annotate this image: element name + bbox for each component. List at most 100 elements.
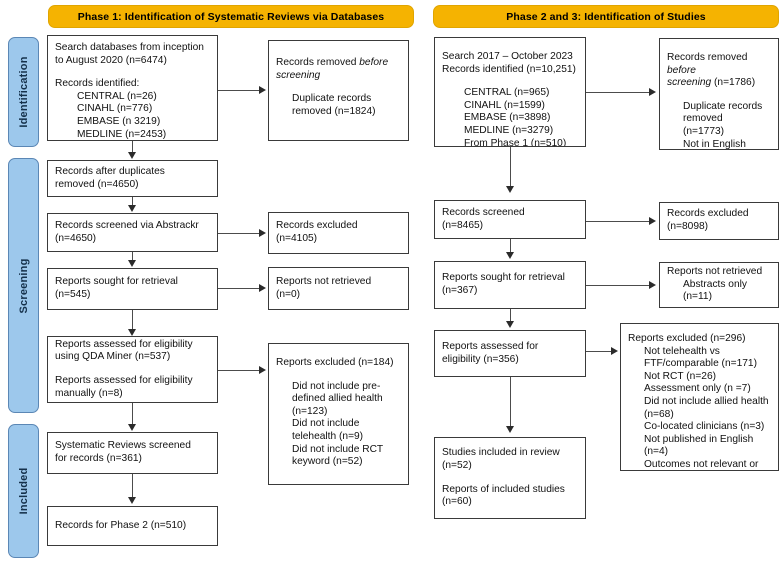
connector-l3-horizontal	[218, 233, 260, 235]
node-line: (n=1773)	[683, 125, 725, 137]
node-line: Co-located clinicians (n=3)	[644, 421, 765, 433]
node-line: Records removed before	[667, 52, 751, 76]
node-line: Outcomes not relevant or	[644, 458, 759, 470]
connector-l6-vertical	[132, 474, 134, 498]
node-studies-included-review: Studies included in review(n=52) Reports …	[434, 437, 586, 519]
connector-r4-vertical	[510, 377, 512, 427]
node-reports-sought-retrieval-367: Reports sought for retrieval(n=367)	[434, 261, 586, 309]
arrowhead-l1-side	[259, 86, 266, 94]
node-line: Studies included in review	[442, 447, 560, 459]
phase-banner-phase1: Phase 1: Identification of Systematic Re…	[48, 5, 414, 28]
node-reports-excluded-296: Reports excluded (n=296)Not telehealth v…	[620, 323, 779, 471]
node-line: Records for Phase 2 (n=510)	[55, 519, 187, 531]
node-line: Assessment only (n =7)	[644, 383, 751, 395]
node-line: Search databases from inception	[55, 42, 204, 53]
connector-r2-vertical	[510, 239, 512, 253]
node-line: defined allied health	[292, 393, 383, 405]
node-line: (n=68)	[644, 408, 674, 420]
node-line: Reports of included studies	[442, 483, 565, 495]
node-line: removed (n=4650)	[55, 178, 139, 190]
connector-r2-horizontal	[586, 221, 650, 223]
node-line: EMBASE (n 3219)	[77, 115, 161, 127]
connector-r1-vertical	[510, 147, 512, 186]
node-line: MEDLINE (n=3279)	[464, 124, 554, 136]
node-line: Not RCT (n=26)	[644, 370, 716, 382]
phase-banner-label: Phase 1: Identification of Systematic Re…	[77, 10, 385, 23]
node-line: Did not include allied health	[644, 395, 769, 407]
node-records-excluded-8098: Records excluded(n=8098)	[659, 202, 779, 240]
phase-banner-phase23: Phase 2 and 3: Identification of Studies	[433, 5, 779, 28]
arrowhead-l1	[128, 152, 136, 159]
node-line: (n=4105)	[276, 233, 318, 244]
node-line: screening	[276, 69, 321, 81]
node-line: Reports sought for retrieval	[442, 272, 565, 284]
arrowhead-r4-side	[611, 347, 618, 355]
node-line: Duplicate records	[292, 93, 372, 105]
node-line: Not in English (n=13)	[683, 138, 746, 150]
node-records-screened-8465: Records screened(n=8465)	[434, 200, 586, 239]
stage-label: Screening	[17, 258, 30, 313]
node-line: (n=8465)	[442, 219, 484, 231]
node-line: Records after duplicates	[55, 165, 165, 177]
node-line: (n=0)	[276, 288, 301, 300]
node-line: (n=52)	[442, 459, 472, 471]
node-line: (n=545)	[55, 289, 91, 300]
arrowhead-r2-side	[649, 217, 656, 225]
connector-l5-horizontal	[218, 370, 260, 372]
node-reports-excluded-184: Reports excluded (n=184)Did not include …	[268, 343, 409, 485]
stage-bar-screening: Screening	[8, 158, 39, 413]
node-line: (n=8098)	[667, 221, 709, 232]
node-reports-not-retrieved-0: Reports not retrieved(n=0)	[268, 267, 409, 310]
node-line: (n=60)	[442, 496, 472, 508]
arrowhead-l4	[128, 329, 136, 336]
node-line: Records screened via Abstrackr	[55, 219, 199, 231]
node-line: screening (n=1786)	[667, 77, 756, 89]
phase-banner-label: Phase 2 and 3: Identification of Studies	[506, 10, 706, 23]
node-line: Did not include	[292, 418, 360, 430]
node-line: Records identified:	[55, 78, 140, 90]
node-line: Records removed before	[276, 57, 389, 68]
node-line: CENTRAL (n=965)	[464, 87, 550, 99]
node-line: From Phase 1 (n=510)	[464, 137, 567, 147]
node-line: removed (n=1824)	[292, 105, 376, 117]
arrowhead-l5-side	[259, 366, 266, 374]
node-line: Reports not retrieved	[276, 275, 372, 287]
node-line: (n=123)	[292, 405, 328, 417]
node-line: Reports sought for retrieval	[55, 276, 178, 288]
node-line: MEDLINE (n=2453)	[77, 128, 167, 140]
node-line: Records excluded	[667, 208, 749, 220]
node-line: Systematic Reviews screened	[55, 440, 191, 452]
node-line: (n=367)	[442, 285, 478, 296]
arrowhead-l3-side	[259, 229, 266, 237]
node-line: Records excluded	[276, 220, 358, 232]
node-line: FTF/comparable (n=171)	[644, 358, 757, 370]
node-line: manually (n=8)	[55, 387, 123, 399]
node-line: (n=4650)	[55, 232, 97, 244]
arrowhead-r1-side	[649, 88, 656, 96]
connector-l1-horizontal	[218, 90, 260, 92]
arrowhead-r3-side	[649, 281, 656, 289]
stage-label: Identification	[17, 56, 30, 128]
node-reports-assessed-eligibility: Reports assessed for eligibility using QD…	[47, 336, 218, 403]
node-line: telehealth (n=9)	[292, 430, 364, 442]
node-line: Reports assessed for eligibility	[55, 375, 193, 386]
arrowhead-l2	[128, 205, 136, 212]
node-line: using QDA Miner (n=537)	[55, 351, 171, 363]
node-line: Not telehealth vs	[644, 345, 720, 357]
arrowhead-l5	[128, 424, 136, 431]
node-line: EMBASE (n=3898)	[464, 112, 551, 124]
node-line: Reports excluded (n=296)	[628, 333, 746, 344]
node-line: Did not include RCT	[292, 443, 384, 455]
node-records-for-phase2: Records for Phase 2 (n=510)	[47, 506, 218, 546]
node-line: Abstracts only (n=11)	[683, 278, 750, 303]
connector-l5-vertical	[132, 403, 134, 425]
